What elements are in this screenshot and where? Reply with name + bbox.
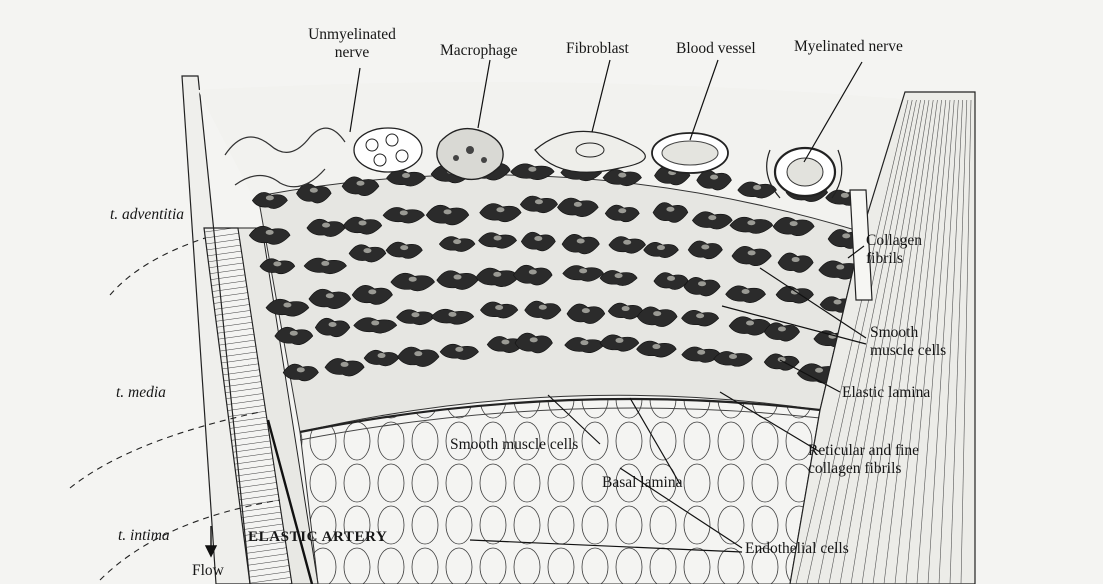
cell-nucleus bbox=[273, 261, 281, 266]
label-flow: Flow bbox=[192, 562, 224, 580]
intima-region bbox=[300, 399, 820, 584]
cell-nucleus bbox=[371, 320, 379, 325]
cell-nucleus bbox=[535, 199, 543, 204]
cell-nucleus bbox=[653, 311, 661, 316]
cell-nucleus bbox=[321, 261, 329, 266]
label-unmyelinated-nerve-text: Unmyelinated nerve bbox=[308, 26, 396, 61]
label-layer-intima: t. intima bbox=[118, 527, 170, 545]
cell-nucleus bbox=[747, 220, 755, 225]
label-unmyelinated-nerve: Unmyelinated nerve bbox=[286, 26, 418, 62]
cell-nucleus bbox=[834, 300, 842, 305]
cell-nucleus bbox=[453, 239, 461, 244]
cell-nucleus bbox=[579, 268, 587, 273]
cell-nucleus bbox=[266, 230, 274, 235]
cell-nucleus bbox=[283, 303, 291, 308]
label-myelinated-nerve: Myelinated nerve bbox=[794, 38, 903, 56]
cell-nucleus bbox=[697, 350, 705, 355]
cell-nucleus bbox=[494, 236, 502, 241]
cell-nucleus bbox=[529, 269, 537, 274]
cell-nucleus bbox=[748, 250, 756, 255]
cell-nucleus bbox=[530, 337, 538, 342]
label-reticular-collagen: Reticular and fine collagen fibrils bbox=[808, 442, 919, 478]
cell-nucleus bbox=[310, 188, 318, 193]
cell-nucleus bbox=[815, 368, 823, 373]
cell-nucleus bbox=[290, 331, 298, 336]
cell-nucleus bbox=[363, 248, 371, 253]
cell-nucleus bbox=[615, 273, 623, 278]
cell-nucleus bbox=[496, 207, 504, 212]
cell-nucleus bbox=[539, 305, 547, 310]
cell-nucleus bbox=[400, 210, 408, 215]
cell-nucleus bbox=[657, 245, 665, 250]
cell-nucleus bbox=[618, 208, 626, 213]
cell-nucleus bbox=[577, 238, 585, 243]
label-blood-vessel: Blood vessel bbox=[676, 40, 756, 58]
cell-nucleus bbox=[411, 312, 419, 317]
cell-nucleus bbox=[666, 207, 674, 212]
cell-nucleus bbox=[790, 221, 798, 226]
cell-nucleus bbox=[368, 289, 376, 294]
label-macrophage: Macrophage bbox=[440, 42, 517, 60]
cell-nucleus bbox=[729, 354, 737, 359]
cell-nucleus bbox=[580, 340, 588, 345]
cell-nucleus bbox=[359, 220, 367, 225]
cell-nucleus bbox=[842, 233, 850, 238]
cell-nucleus bbox=[414, 351, 422, 356]
cell-nucleus bbox=[402, 173, 410, 178]
label-smooth-muscle-cells-media: Smooth muscle cells bbox=[870, 324, 946, 360]
cell-nucleus bbox=[534, 236, 542, 241]
cell-nucleus bbox=[836, 265, 844, 270]
label-collagen-fibrils: Collagen fibrils bbox=[866, 232, 922, 268]
cell-nucleus bbox=[409, 277, 417, 282]
cell-nucleus bbox=[455, 347, 463, 352]
cell-nucleus bbox=[792, 257, 800, 262]
label-elastic-lamina: Elastic lamina bbox=[842, 384, 930, 402]
cell-nucleus bbox=[667, 276, 675, 281]
label-smooth-muscle-cells-intima: Smooth muscle cells bbox=[450, 436, 578, 454]
cell-nucleus bbox=[297, 367, 305, 372]
cell-nucleus bbox=[329, 322, 337, 327]
cell-nucleus bbox=[493, 272, 501, 277]
cell-nucleus bbox=[444, 209, 452, 214]
cell-nucleus bbox=[615, 338, 623, 343]
cell-nucleus bbox=[742, 289, 750, 294]
cell-nucleus bbox=[778, 327, 786, 332]
cell-nucleus bbox=[791, 289, 799, 294]
cell-nucleus bbox=[400, 245, 408, 250]
cell-nucleus bbox=[753, 185, 761, 190]
cell-nucleus bbox=[710, 175, 718, 180]
cell-nucleus bbox=[454, 275, 462, 280]
label-fibroblast: Fibroblast bbox=[566, 40, 629, 58]
cell-nucleus bbox=[266, 195, 274, 200]
cell-nucleus bbox=[574, 202, 582, 207]
cell-nucleus bbox=[708, 215, 716, 220]
cell-nucleus bbox=[341, 362, 349, 367]
cell-nucleus bbox=[622, 306, 630, 311]
label-layer-adventitia: t. adventitia bbox=[110, 206, 184, 224]
label-layer-media: t. media bbox=[116, 384, 166, 402]
cell-nucleus bbox=[378, 353, 386, 358]
cell-nucleus bbox=[528, 167, 536, 172]
cell-nucleus bbox=[701, 244, 709, 249]
cell-nucleus bbox=[652, 344, 660, 349]
cell-nucleus bbox=[448, 312, 456, 317]
label-basal-lamina: Basal lamina bbox=[602, 474, 683, 492]
cell-nucleus bbox=[326, 293, 334, 298]
cell-nucleus bbox=[356, 181, 364, 186]
cell-nucleus bbox=[582, 308, 590, 313]
cell-nucleus bbox=[841, 193, 849, 198]
cell-nucleus bbox=[623, 240, 631, 245]
cell-nucleus bbox=[501, 339, 509, 344]
cell-nucleus bbox=[696, 313, 704, 318]
cell-nucleus bbox=[495, 305, 503, 310]
cell-nucleus bbox=[618, 173, 626, 178]
cell-nucleus bbox=[746, 320, 754, 325]
label-endothelial-cells: Endothelial cells bbox=[745, 540, 849, 558]
cell-nucleus bbox=[698, 281, 706, 286]
diagram-title: ELASTIC ARTERY bbox=[248, 528, 387, 546]
cell-nucleus bbox=[322, 223, 330, 228]
